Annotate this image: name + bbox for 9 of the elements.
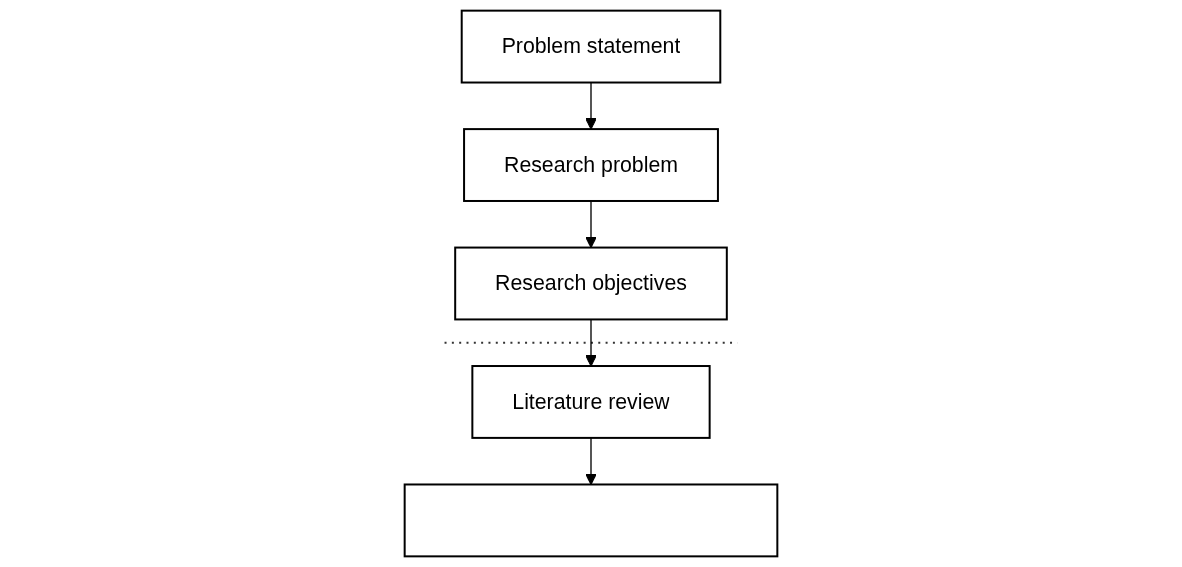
arrow xyxy=(585,81,597,130)
arrow xyxy=(585,318,597,367)
node-box: Literature review xyxy=(471,365,711,439)
arrow xyxy=(585,437,597,485)
arrow xyxy=(585,200,597,249)
node-box: Research problem xyxy=(463,128,719,202)
node-box xyxy=(403,483,779,558)
node-box: Problem statement xyxy=(460,9,722,84)
node-box: Research objectives xyxy=(454,246,728,321)
